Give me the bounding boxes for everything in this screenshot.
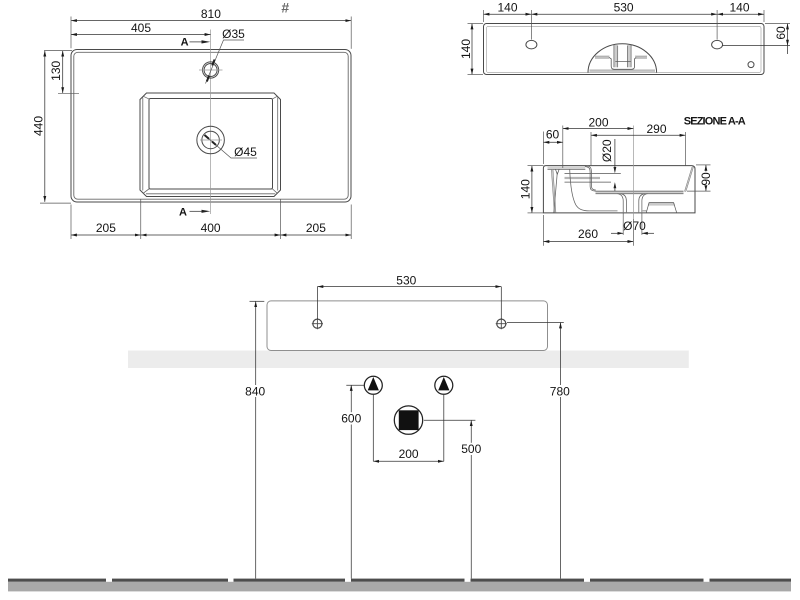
svg-text:140: 140 bbox=[459, 39, 473, 59]
svg-text:140: 140 bbox=[497, 1, 517, 15]
svg-text:SEZIONE A-A: SEZIONE A-A bbox=[684, 115, 746, 127]
svg-text:200: 200 bbox=[588, 115, 608, 129]
svg-text:205: 205 bbox=[306, 221, 326, 235]
svg-text:#: # bbox=[281, 0, 289, 16]
svg-text:260: 260 bbox=[578, 227, 598, 241]
svg-text:530: 530 bbox=[396, 273, 416, 287]
svg-text:500: 500 bbox=[461, 442, 481, 456]
svg-text:Ø70: Ø70 bbox=[623, 219, 646, 233]
svg-text:200: 200 bbox=[399, 447, 419, 461]
svg-text:Ø45: Ø45 bbox=[234, 145, 257, 159]
svg-text:130: 130 bbox=[49, 60, 63, 80]
svg-text:60: 60 bbox=[546, 128, 560, 142]
svg-text:780: 780 bbox=[550, 384, 570, 398]
svg-text:A: A bbox=[181, 37, 189, 49]
svg-text:440: 440 bbox=[32, 116, 46, 136]
svg-text:A: A bbox=[179, 207, 187, 219]
svg-text:140: 140 bbox=[519, 179, 533, 199]
svg-text:Ø35: Ø35 bbox=[222, 27, 245, 41]
svg-text:400: 400 bbox=[201, 221, 221, 235]
svg-text:205: 205 bbox=[96, 221, 116, 235]
svg-text:90: 90 bbox=[699, 172, 713, 186]
svg-text:405: 405 bbox=[131, 21, 151, 35]
svg-text:Ø20: Ø20 bbox=[600, 139, 614, 162]
svg-text:600: 600 bbox=[341, 412, 361, 426]
svg-text:60: 60 bbox=[774, 26, 788, 40]
svg-text:140: 140 bbox=[729, 1, 749, 15]
svg-text:810: 810 bbox=[201, 7, 221, 21]
svg-text:840: 840 bbox=[245, 384, 265, 398]
svg-text:290: 290 bbox=[646, 122, 666, 136]
svg-text:530: 530 bbox=[614, 1, 634, 15]
